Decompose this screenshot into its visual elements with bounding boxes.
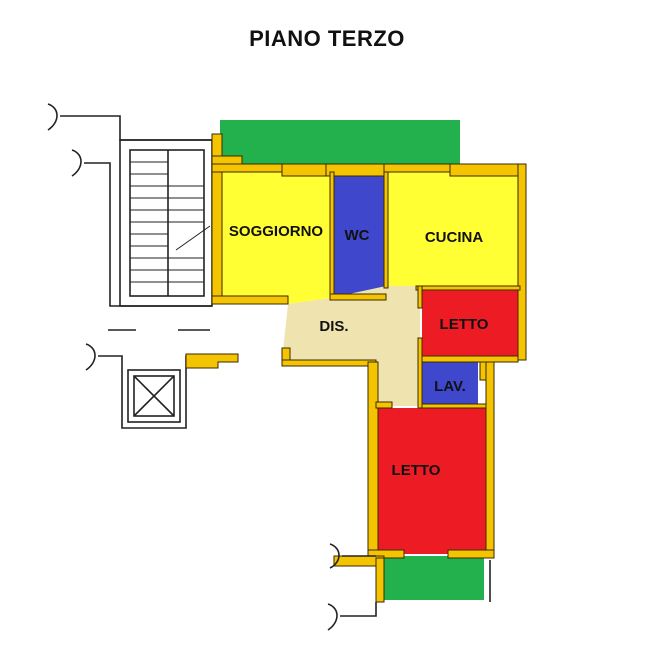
- room-letto-2: [376, 408, 486, 554]
- label-cucina: CUCINA: [425, 229, 483, 246]
- plan-title: PIANO TERZO: [249, 26, 405, 51]
- room-balcony-bottom: [384, 556, 484, 600]
- label-dis: DIS.: [319, 318, 348, 335]
- room-cucina: [386, 172, 518, 286]
- break-mark: [327, 602, 377, 631]
- label-wc: WC: [345, 227, 370, 244]
- room-lavanderia: [422, 360, 478, 406]
- label-lav: LAV.: [434, 378, 466, 395]
- room-balcony-top: [220, 120, 460, 164]
- label-letto-1: LETTO: [440, 316, 489, 333]
- room-soggiorno: [222, 172, 330, 304]
- room-wc: [332, 172, 384, 298]
- stairwell: [47, 103, 213, 331]
- room-letto-1: [422, 288, 518, 358]
- walls: [211, 133, 527, 603]
- elevator-shaft: [85, 343, 210, 429]
- label-soggiorno: SOGGIORNO: [229, 223, 324, 240]
- break-mark: [329, 543, 376, 569]
- label-letto-2: LETTO: [392, 462, 441, 479]
- room-disimpegno: [282, 286, 420, 406]
- wall-landing: [185, 353, 239, 369]
